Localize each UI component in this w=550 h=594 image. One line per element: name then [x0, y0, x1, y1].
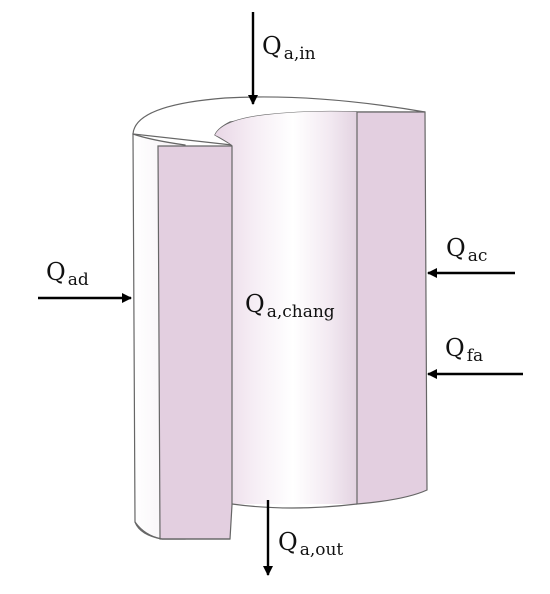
label-q-ac-main: Q [446, 234, 466, 262]
label-q-a-chang-main: Q [245, 290, 265, 318]
right-wall-section [356, 111, 428, 505]
label-q-ad-sub: ad [68, 270, 89, 290]
label-q-fa-main: Q [445, 334, 465, 362]
label-q-a-chang-sub: a,chang [267, 302, 335, 322]
label-q-a-out-sub: a,out [300, 540, 344, 560]
label-q-a-out-main: Q [278, 528, 298, 556]
label-q-fa-sub: fa [467, 346, 483, 366]
left-wall-bottom-edge [134, 521, 230, 540]
label-q-a-in-sub: a,in [284, 44, 316, 64]
label-q-ac-sub: ac [468, 246, 488, 266]
left-wall-section [157, 145, 233, 540]
inner-bore-surface [215, 111, 357, 504]
label-q-a-in-main: Q [262, 32, 282, 60]
label-q-ad-main: Q [46, 258, 66, 286]
bore-bottom-arc [231, 503, 358, 509]
